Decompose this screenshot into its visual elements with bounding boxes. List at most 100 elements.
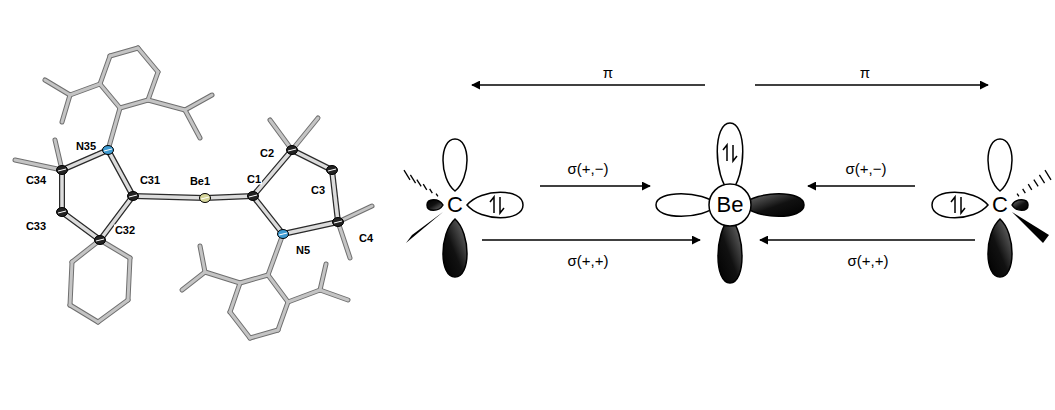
bond <box>70 262 72 305</box>
bond-outline <box>205 272 240 283</box>
bond <box>148 72 158 100</box>
bond-outline <box>268 275 288 302</box>
bond <box>120 100 148 108</box>
atom-hatch <box>58 211 66 213</box>
bond-outline <box>292 150 332 170</box>
bond <box>320 264 326 290</box>
bond <box>62 95 70 122</box>
bond <box>15 160 62 170</box>
stereo-wedges <box>1012 170 1051 243</box>
bond-outline <box>62 95 70 122</box>
orbital-scheme <box>404 85 1051 283</box>
donation-arrow <box>540 185 650 187</box>
donation-arrow <box>482 239 700 241</box>
orbital-lobe <box>717 123 743 193</box>
bond-outline <box>253 196 283 234</box>
bond <box>62 150 108 170</box>
bond-outline <box>320 290 348 300</box>
bond <box>108 108 120 150</box>
donation-arrow <box>472 84 705 86</box>
bond <box>45 80 70 95</box>
bond-outline <box>110 48 138 56</box>
bond-outline <box>278 302 288 330</box>
element-symbol: C <box>447 194 463 216</box>
bond-outline <box>108 150 133 196</box>
atom-label: C2 <box>259 148 275 159</box>
electron-pair <box>490 197 504 213</box>
atom-ellipsoid <box>327 166 338 175</box>
bond <box>288 290 320 302</box>
bond <box>70 305 98 322</box>
core-bonds <box>62 150 338 240</box>
atom-ellipsoid <box>128 192 139 201</box>
atom-hatch <box>129 195 137 197</box>
bond-outline <box>70 84 100 95</box>
atom-hatch <box>279 233 287 235</box>
bond-outline <box>15 160 62 170</box>
atom-ellipsoid <box>248 192 259 201</box>
atom-ellipsoid <box>57 166 68 175</box>
atom-label: N5 <box>295 245 311 256</box>
bond-outline <box>185 95 212 110</box>
bond-outline <box>120 100 148 108</box>
bond <box>200 246 205 272</box>
bond-outline <box>128 258 130 300</box>
bond <box>292 150 332 170</box>
bond <box>240 275 268 283</box>
bond <box>230 312 250 338</box>
atom-hatch <box>288 149 296 151</box>
bond <box>292 118 318 150</box>
bond <box>148 100 185 110</box>
bond-outline <box>133 196 205 198</box>
bond-outline <box>332 170 338 222</box>
molecule <box>15 48 372 338</box>
bond-outline <box>182 272 205 290</box>
bond-outline <box>288 290 320 302</box>
orbital-lobe <box>932 192 988 218</box>
bond <box>338 222 350 258</box>
bond-outline <box>100 84 120 108</box>
element-symbol: Be <box>717 194 744 216</box>
bond <box>108 150 133 196</box>
atom-ellipsoid <box>95 236 106 245</box>
bond-outline <box>138 48 158 72</box>
orbital-lobe-dark <box>718 217 742 283</box>
orbital-lobe-dark <box>427 200 443 211</box>
bond-outline <box>270 120 292 150</box>
atom-label: C1 <box>246 174 262 185</box>
atom-hatch <box>104 149 112 151</box>
atom-hatch <box>96 239 104 241</box>
bond <box>268 275 288 302</box>
bond-label: σ(+,−) <box>846 161 887 176</box>
bond <box>100 56 110 84</box>
atom-hatch <box>201 197 209 199</box>
atom-label: Be1 <box>189 176 211 187</box>
atom-label: N35 <box>75 141 97 152</box>
bond <box>182 272 205 290</box>
bond <box>205 272 240 283</box>
atoms <box>57 146 344 245</box>
bond-outline <box>148 100 185 110</box>
bond-outline <box>320 264 326 290</box>
bond <box>60 170 64 212</box>
bond <box>185 95 212 110</box>
bond <box>250 330 278 338</box>
bond <box>278 302 288 330</box>
bond-outline <box>45 80 70 95</box>
orbital-lobe-dark <box>1012 200 1028 211</box>
bond-outline <box>292 118 318 150</box>
atom-hatch <box>328 169 336 171</box>
bond <box>205 196 253 198</box>
bond-outline <box>200 246 205 272</box>
atom-ellipsoid <box>287 146 298 155</box>
electron-pair <box>723 145 737 161</box>
stereo-wedges <box>404 170 443 243</box>
atom-ellipsoid <box>103 146 114 155</box>
bond-outline <box>338 222 350 258</box>
atom-label: C4 <box>358 233 374 244</box>
orbital-lobe <box>443 139 467 191</box>
bond <box>70 84 100 95</box>
bond <box>100 84 120 108</box>
